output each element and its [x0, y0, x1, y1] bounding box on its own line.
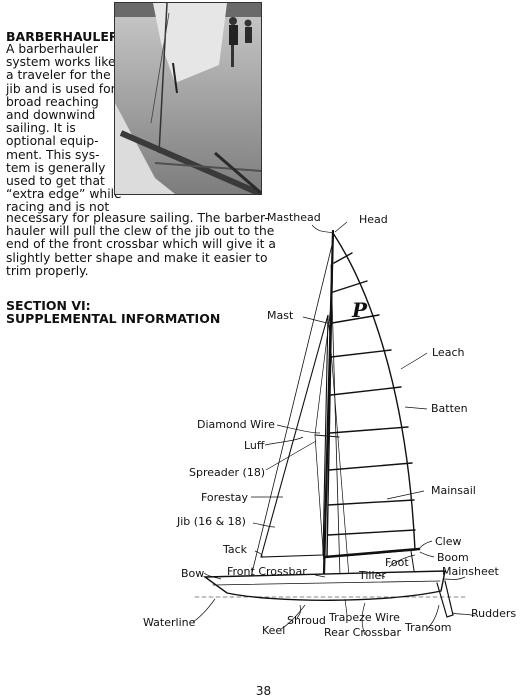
catamaran-svg: P — [143, 211, 516, 639]
label-head: Head — [359, 213, 388, 226]
text-line: system works like — [6, 55, 116, 70]
label-trapeze-wire: Trapeze Wire — [328, 611, 400, 624]
text-line: a traveler for the — [6, 68, 111, 83]
label-rear-crossbar: Rear Crossbar — [324, 626, 402, 639]
text-line: sailing. It is — [6, 121, 76, 136]
text-line: end of the front crossbar which will giv… — [6, 237, 276, 252]
label-mast: Mast — [267, 309, 294, 322]
barberhauler-paragraph-wide: necessary for pleasure sailing. The barb… — [6, 211, 276, 278]
label-mainsail: Mainsail — [431, 484, 476, 497]
label-rudders: Rudders — [471, 607, 516, 620]
text-line: “extra edge” while — [6, 187, 122, 202]
sail-logo: P — [351, 298, 368, 322]
barberhauler-heading: BARBERHAULER — [6, 29, 119, 44]
label-tack: Tack — [222, 543, 248, 556]
section-heading-line-1: SECTION VI: — [6, 298, 91, 313]
text-line: A barberhauler — [6, 42, 99, 56]
label-clew: Clew — [435, 535, 462, 548]
text-line: racing and is not — [6, 200, 110, 215]
label-spreader: Spreader (18) — [189, 466, 265, 479]
text-line: hauler will pull the clew of the jib out… — [6, 224, 275, 239]
photo-illustration — [115, 3, 261, 194]
section-heading-line-2: SUPPLEMENTAL INFORMATION — [6, 311, 221, 326]
label-luff: Luff — [244, 439, 265, 452]
label-shroud: Shroud — [287, 614, 326, 627]
label-transom: Transom — [404, 621, 452, 634]
text-line: trim properly. — [6, 263, 89, 278]
text-line: broad reaching — [6, 94, 99, 109]
page-number: 38 — [255, 684, 272, 698]
text-line: necessary for pleasure sailing. The barb… — [6, 211, 269, 225]
label-mainsheet: Mainsheet — [442, 565, 499, 578]
text-line: optional equip- — [6, 134, 99, 149]
label-leach: Leach — [432, 346, 464, 359]
label-front-crossbar: Front Crossbar — [227, 565, 307, 578]
label-diamond-wire: Diamond Wire — [197, 418, 275, 431]
barberhauler-paragraph-narrow: A barberhauler system works like a trave… — [6, 42, 122, 215]
label-foot: Foot — [385, 556, 409, 569]
label-tiller: Tiller — [358, 569, 386, 582]
catamaran-diagram: P — [135, 205, 520, 645]
label-waterline: Waterline — [143, 616, 196, 629]
text-line: slightly better shape and make it easier… — [6, 250, 268, 265]
text-line: used to get that — [6, 174, 105, 189]
label-jib: Jib (16 & 18) — [176, 515, 246, 528]
text-line: ment. This sys- — [6, 147, 100, 162]
text-line: tem is generally — [6, 160, 106, 175]
text-line: jib and is used for — [6, 81, 116, 96]
label-boom: Boom — [437, 551, 469, 564]
barberhauler-photo — [114, 2, 262, 195]
label-masthead: Masthead — [267, 211, 321, 224]
label-bow: Bow — [181, 567, 204, 580]
label-batten: Batten — [431, 402, 468, 415]
text-line: and downwind — [6, 108, 96, 123]
label-forestay: Forestay — [201, 491, 248, 504]
label-keel: Keel — [262, 624, 285, 637]
section-heading: SECTION VI: SUPPLEMENTAL INFORMATION — [6, 299, 220, 325]
